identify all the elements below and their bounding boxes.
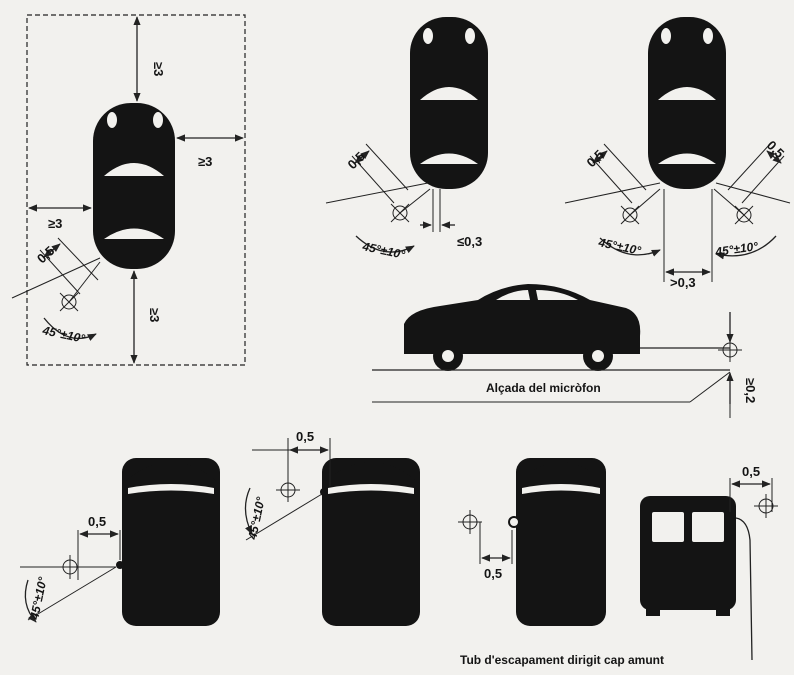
mic-direction-line [399, 188, 431, 214]
side-window-front [496, 290, 530, 300]
rear-window [522, 484, 600, 494]
exhaust-outlet [116, 561, 124, 569]
vehicle-rear-view [122, 458, 220, 626]
distance-label: 0,5 [88, 514, 106, 529]
distance-arrow [354, 150, 370, 164]
distance-arrow [43, 243, 61, 258]
side-window-rear [536, 290, 578, 300]
exhaust-reference-line-right [715, 182, 791, 204]
angle-arc-right [715, 235, 777, 260]
distance-extension-b-left [589, 155, 633, 204]
car-top-view [410, 17, 488, 189]
van-wheel-left [646, 608, 660, 616]
rear-window [328, 484, 414, 494]
headlight-right [153, 112, 163, 128]
angle-arc [244, 487, 253, 535]
angle-label-right: 45°±10° [713, 239, 759, 259]
angle-arc [24, 579, 37, 623]
distance-arrow-right [766, 150, 782, 164]
rear-window [420, 153, 478, 164]
van-window-right [692, 512, 724, 542]
side-clearance-label: ≥3 [198, 154, 212, 169]
headlight-left [423, 28, 433, 44]
rear-clearance-label: ≥3 [147, 308, 162, 322]
rear-window [104, 228, 164, 239]
microphone-height-label: Alçada del micròfon [486, 381, 601, 395]
headlight-left [661, 28, 671, 44]
angle-label: 45°±10° [27, 576, 50, 622]
distance-label-right: 0,5 [764, 138, 787, 161]
mic-direction-line-left [629, 188, 661, 216]
angle-reference-line [245, 493, 323, 541]
spacing-label: ≤0,3 [457, 234, 482, 249]
distance-label: 0,5 [742, 464, 760, 479]
microphone-icon [276, 478, 300, 502]
rear-window [658, 153, 716, 164]
height-label: ≥0,2 [743, 378, 758, 403]
headlight-right [703, 28, 713, 44]
exhaust-up-caption: Tub d'escapament dirigit cap amunt [460, 653, 664, 667]
distance-arrow-left [592, 150, 608, 164]
exhaust-reference-line [11, 257, 101, 299]
panel-van-upward-exhaust: 0,5 Tub d'escapament dirigit cap amunt [460, 464, 778, 667]
front-clearance-label: ≥3 [151, 62, 166, 76]
reference-line-slope [689, 371, 731, 403]
angle-arc [43, 317, 97, 341]
angle-reference-line [27, 566, 117, 621]
panel-rear-side-exhaust-high: 0,5 45°±10° [244, 429, 420, 626]
panel-top-view-clearances: ≥3 ≥3 ≥3 ≥3 0,5 45°±10° [11, 14, 246, 366]
microphone-icon [458, 510, 482, 534]
spacing-label: >0,3 [670, 275, 696, 290]
headlight-right [465, 28, 475, 44]
rear-window [128, 484, 214, 494]
distance-label-left: 0,5 [584, 147, 607, 170]
car-top-view [648, 17, 726, 189]
panel-rear-side-exhaust-low: 0,5 45°±10° [20, 458, 220, 626]
car-top-view [93, 103, 175, 269]
vehicle-rear-view [322, 458, 420, 626]
distance-extension-a-left [603, 143, 647, 191]
distance-label: 0,5 [484, 566, 502, 581]
angle-arc [355, 235, 415, 254]
distance-extension-a [365, 143, 409, 191]
distance-extension-a-right [727, 143, 771, 191]
exhaust-reference-line-left [564, 182, 661, 204]
distance-extension-b [351, 155, 395, 204]
vehicle-rear-view [516, 458, 606, 626]
distance-label: 0,5 [34, 243, 57, 266]
panel-rear-straight-exhaust: 0,5 [458, 458, 606, 626]
panel-separated-exhausts: >0,3 0,5 45°±10° 0,5 45°±10° [564, 17, 791, 290]
angle-label-left: 45°±10° [596, 235, 642, 258]
exhaust-pipe [735, 517, 753, 661]
van-window-left [652, 512, 684, 542]
measurement-area-boundary [26, 14, 246, 366]
exhaust-reference-line [325, 182, 429, 204]
panel-side-view-height: Alçada del micròfon ≥0,2 [372, 284, 758, 418]
mic-direction-line [68, 261, 101, 303]
van-wheel-right [716, 608, 730, 616]
exhaust-outlet [508, 516, 520, 528]
angle-label: 45°±10° [245, 496, 268, 542]
angle-label: 45°±10° [40, 323, 86, 346]
car-side-view [404, 284, 641, 354]
mic-direction-line-right [713, 188, 745, 216]
distance-label: 0,5 [296, 429, 314, 444]
left-clearance-label: ≥3 [48, 216, 62, 231]
angle-arc-left [599, 237, 661, 257]
microphone-icon [754, 494, 778, 518]
distance-label: 0,5 [345, 149, 368, 172]
windshield [658, 87, 716, 100]
headlight-left [107, 112, 117, 128]
distance-extension-b-right [741, 155, 785, 204]
distance-extension-a [57, 237, 99, 281]
windshield [104, 163, 164, 176]
windshield [420, 87, 478, 100]
angle-label: 45°±10° [360, 239, 406, 262]
panel-close-exhausts: ≤0,3 0,5 45°±10° [325, 17, 488, 262]
